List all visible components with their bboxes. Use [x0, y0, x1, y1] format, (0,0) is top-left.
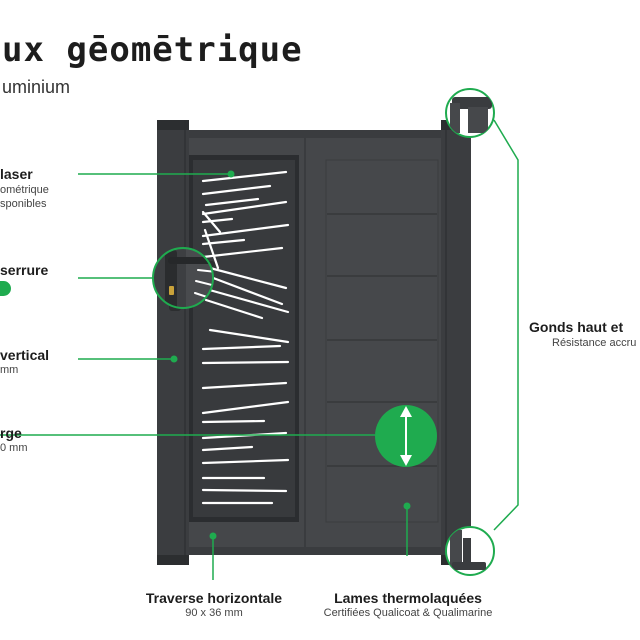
laser-cut-line — [204, 197, 260, 207]
gonds-line-1: Résistance accru — [552, 337, 637, 349]
lames-title: Lames thermolaquées — [334, 590, 482, 606]
vertical-title: vertical — [0, 347, 50, 363]
traverse-line-1: 90 x 36 mm — [185, 607, 243, 619]
vertical-callout: vertical mm — [0, 347, 49, 377]
serrure-callout: serrure — [0, 262, 48, 278]
laser-line-2: sponibles — [0, 198, 47, 210]
laser-cut-line — [201, 400, 290, 415]
laser-cut-line — [201, 344, 282, 351]
serrure-title: serrure — [0, 262, 49, 278]
laser-cut-line — [201, 381, 288, 390]
traverse-callout: Traverse horizontale 90 x 36 mm — [134, 590, 294, 620]
callout-dots — [170, 170, 411, 540]
laser-cut-line — [208, 328, 290, 344]
callout-lines — [0, 119, 519, 580]
largeur-line-1: 0 mm — [0, 442, 28, 454]
laser-cut-line — [201, 488, 288, 493]
laser-cut-line — [201, 419, 266, 424]
laser-cut-line — [201, 170, 288, 183]
hinge-icon-bottom — [445, 526, 495, 576]
laser-cut-line — [201, 217, 234, 224]
double-arrow-vertical-icon — [375, 405, 437, 467]
lames-line-1: Certifiées Qualicoat & Qualimarine — [323, 607, 493, 619]
laser-cut-line — [204, 287, 290, 314]
laser-cut-line — [201, 360, 290, 365]
largeur-title: rge — [0, 425, 22, 441]
gonds-callout: Gonds haut et — [529, 319, 623, 335]
laser-cut-line — [203, 228, 220, 270]
largeur-callout: rge 0 mm — [0, 425, 28, 455]
laser-cut-line — [208, 266, 288, 290]
laser-cut-line — [206, 274, 284, 306]
lames-callout: Lames thermolaquées Certifiées Qualicoat… — [318, 590, 498, 620]
gonds-details: Résistance accru — [552, 336, 636, 350]
laser-cut-pattern — [201, 170, 290, 505]
laser-cut-line — [201, 200, 288, 216]
lock-zoom — [152, 247, 214, 309]
laser-callout: laser — [0, 166, 33, 182]
laser-cut-line — [201, 458, 290, 465]
laser-cut-line — [201, 210, 222, 234]
laser-cut-line — [201, 223, 290, 238]
vertical-line-1: mm — [0, 364, 19, 376]
laser-cut-line — [204, 298, 264, 320]
serrure-badge — [0, 281, 11, 296]
laser-cut-line — [201, 184, 272, 196]
traverse-title: Traverse horizontale — [145, 590, 283, 606]
hinge-icon-top — [445, 88, 495, 138]
horizontal-slats — [327, 213, 437, 467]
page-title: ux gēomētrique — [2, 30, 303, 70]
page-subtitle: uminium — [2, 77, 71, 97]
laser-line-1: ométrique — [0, 184, 49, 196]
laser-cut-line — [201, 445, 254, 452]
gonds-title: Gonds haut et — [529, 319, 624, 335]
gate-body — [157, 120, 471, 565]
laser-cut-line — [201, 246, 284, 259]
laser-title: laser — [0, 166, 33, 182]
laser-details: ométrique sponibles — [0, 183, 49, 211]
